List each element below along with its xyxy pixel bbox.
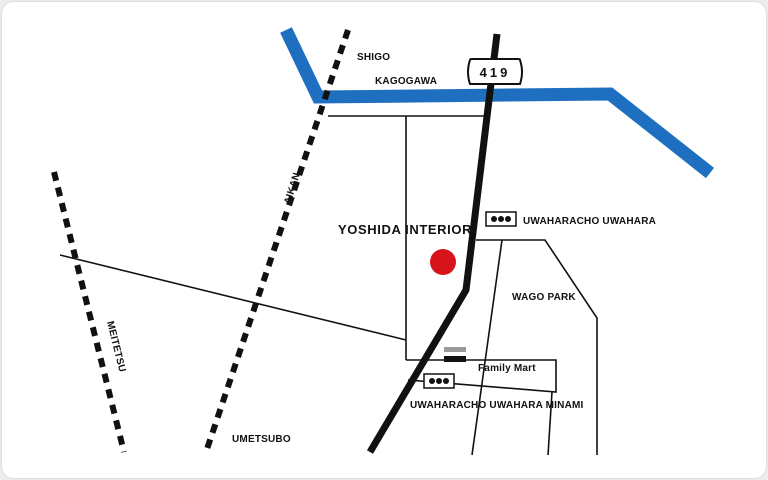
road-diagonal-west	[59, 254, 407, 341]
meitetsu-railway	[51, 171, 127, 453]
route-419-road	[366, 33, 501, 454]
label-meitetsu: MEITETSU	[104, 320, 127, 373]
label-umetsubo: UMETSUBO	[232, 434, 291, 445]
kagogawa-river	[280, 27, 715, 179]
aikan-railway	[203, 29, 351, 453]
local-roads	[59, 115, 598, 456]
label-yoshida-interior: YOSHIDA INTERIOR	[338, 222, 472, 237]
traffic-light-icon	[423, 373, 455, 389]
road-park-inner	[547, 391, 553, 456]
label-uwaharacho-uwahara-minami: UWAHARACHO UWAHARA MINAMI	[410, 400, 584, 411]
label-family-mart: Family Mart	[478, 363, 536, 374]
label-uwaharacho-uwahara: UWAHARACHO UWAHARA	[523, 216, 656, 227]
label-wago-park: WAGO PARK	[512, 292, 576, 303]
road-park-west	[471, 239, 503, 456]
label-shigo: SHIGO	[357, 52, 390, 63]
label-aikan: AIKAN	[282, 171, 303, 205]
traffic-light-icon	[485, 211, 517, 227]
family-mart-icon	[444, 347, 466, 362]
route-shield-icon	[467, 58, 523, 85]
route-number-label: 419	[480, 65, 511, 80]
label-kagogawa: KAGOGAWA	[375, 76, 437, 87]
yoshida-interior-marker	[430, 249, 456, 275]
road-east	[476, 239, 598, 455]
